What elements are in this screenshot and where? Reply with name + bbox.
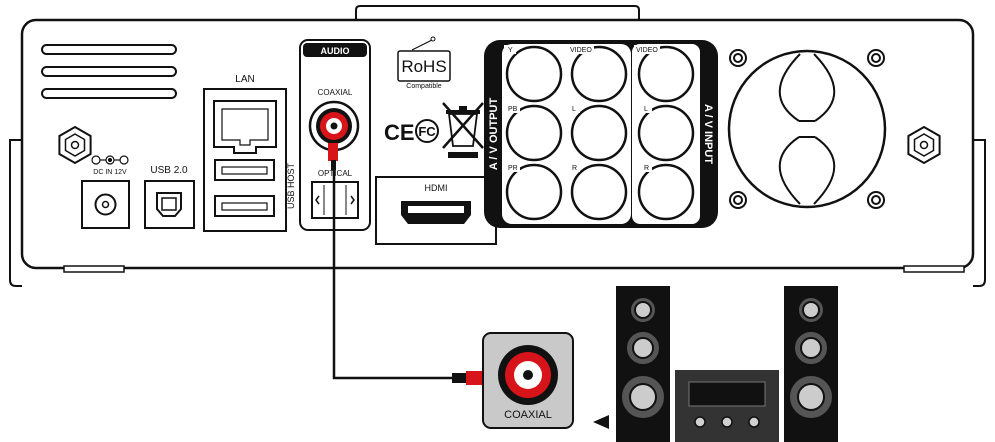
av-output-label-pr: PR (508, 165, 518, 172)
rohs-compatible-text: Compatible (406, 83, 442, 90)
usb2-label: USB 2.0 (150, 165, 188, 176)
coaxial-port-label: COAXIAL (318, 88, 353, 97)
compliance-logos: RoHS Compatible CE FC (384, 36, 484, 158)
hdmi-port (401, 201, 471, 224)
dc-in-label: DC IN 12V (93, 169, 127, 176)
lan-label: LAN (235, 74, 254, 85)
usb-a-port-bottom (214, 195, 275, 217)
lan-usb-block: LAN USB HOST (203, 74, 296, 232)
av-output-label-l: L (572, 106, 576, 113)
usb-a-port-top (214, 159, 275, 181)
dc-polarity-icon (91, 155, 129, 165)
speaker-left-icon (616, 286, 670, 442)
hdmi-port-block: HDMI (375, 176, 497, 245)
rohs-text: RoHS (401, 57, 446, 76)
hex-screw-right-icon (907, 125, 941, 165)
av-input-jacks (637, 45, 695, 221)
av-output-label-r: R (572, 165, 577, 172)
rohs-logo: RoHS Compatible (397, 36, 451, 90)
coaxial-cable (328, 143, 496, 385)
usb-b-port: USB 2.0 (144, 165, 195, 229)
audio-label: AUDIO (321, 46, 350, 56)
av-panel: A / V OUTPUT A / V INPUT Y VIDEO PB L PR… (484, 40, 718, 228)
av-input-title: A / V INPUT (702, 104, 714, 164)
amplifier-icon (675, 370, 779, 442)
av-output-title: A / V OUTPUT (488, 98, 500, 171)
coaxial-port (308, 100, 360, 152)
receiver-coaxial-label: COAXIAL (504, 409, 552, 421)
vent-slots (41, 44, 177, 99)
speaker-right-icon (784, 286, 838, 442)
hdmi-label: HDMI (425, 183, 448, 193)
receiver-coaxial-input: COAXIAL (482, 332, 574, 429)
av-output-label-video: VIDEO (570, 47, 592, 54)
usb-host-label: USB HOST (286, 162, 296, 209)
dc-in-port: DC IN 12V (81, 155, 130, 229)
fc-text: FC (418, 124, 436, 139)
av-input-label-video: VIDEO (636, 47, 658, 54)
lan-port (213, 100, 277, 154)
av-output-jacks (505, 45, 628, 221)
av-input-label-r: R (644, 165, 649, 172)
arrow-left-icon (593, 415, 609, 429)
hex-screw-left-icon (58, 125, 92, 165)
av-output-label-pb: PB (508, 106, 518, 113)
fc-logo: FC (415, 119, 439, 143)
fan-grille-icon (727, 49, 887, 209)
av-input-label-l: L (644, 106, 648, 113)
ce-logo: CE (384, 120, 415, 145)
av-output-label-y: Y (508, 47, 513, 54)
optical-port-label: OPTICAL (318, 169, 353, 178)
weee-bin-icon (442, 102, 484, 158)
